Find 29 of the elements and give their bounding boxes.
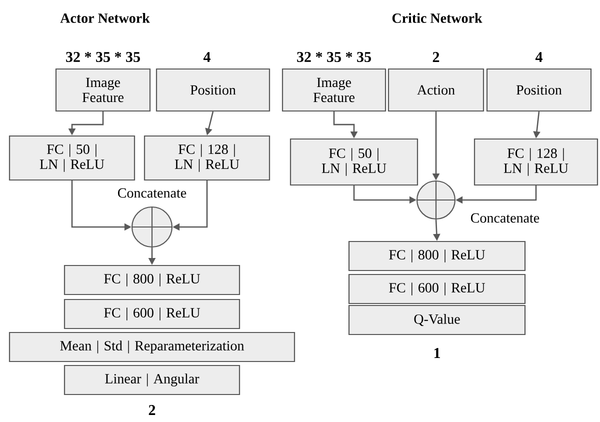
network-title: Actor Network <box>60 13 150 23</box>
concatenate-circle <box>416 180 456 220</box>
operation-label: Concatenate <box>470 213 540 223</box>
layer-box: FC | 800 | ReLU <box>348 240 526 272</box>
layer-box: Q-Value <box>348 304 526 336</box>
layer-box: Position <box>156 68 270 112</box>
dimension-label: 32 * 35 * 35 <box>66 52 140 62</box>
layer-box: FC | 50 | LN | ReLU <box>290 138 418 186</box>
layer-box: Image Feature <box>282 68 386 112</box>
layer-box: FC | 128 | LN | ReLU <box>144 135 270 181</box>
layer-box: Linear | Angular <box>64 364 240 396</box>
layer-box: Mean | Std | Reparameterization <box>8 332 296 362</box>
layer-box: FC | 600 | ReLU <box>64 298 240 330</box>
concatenate-circle <box>131 206 173 248</box>
dimension-label: 2 <box>432 52 440 62</box>
layer-box: Image Feature <box>55 68 151 112</box>
layer-box: Action <box>388 68 484 112</box>
layer-box: FC | 128 | LN | ReLU <box>474 138 598 186</box>
layer-box: FC | 800 | ReLU <box>64 264 240 296</box>
dimension-label: 4 <box>535 52 542 62</box>
operation-label: Concatenate <box>118 188 186 198</box>
dimension-label: 2 <box>148 405 156 415</box>
network-title: Critic Network <box>392 13 482 23</box>
layer-box: FC | 50 | LN | ReLU <box>8 135 136 181</box>
dimension-label: 4 <box>203 52 210 62</box>
layer-box: FC | 600 | ReLU <box>348 274 526 304</box>
dimension-label: 1 <box>434 348 440 358</box>
layer-box: Position <box>486 68 592 112</box>
dimension-label: 32 * 35 * 35 <box>297 52 371 62</box>
